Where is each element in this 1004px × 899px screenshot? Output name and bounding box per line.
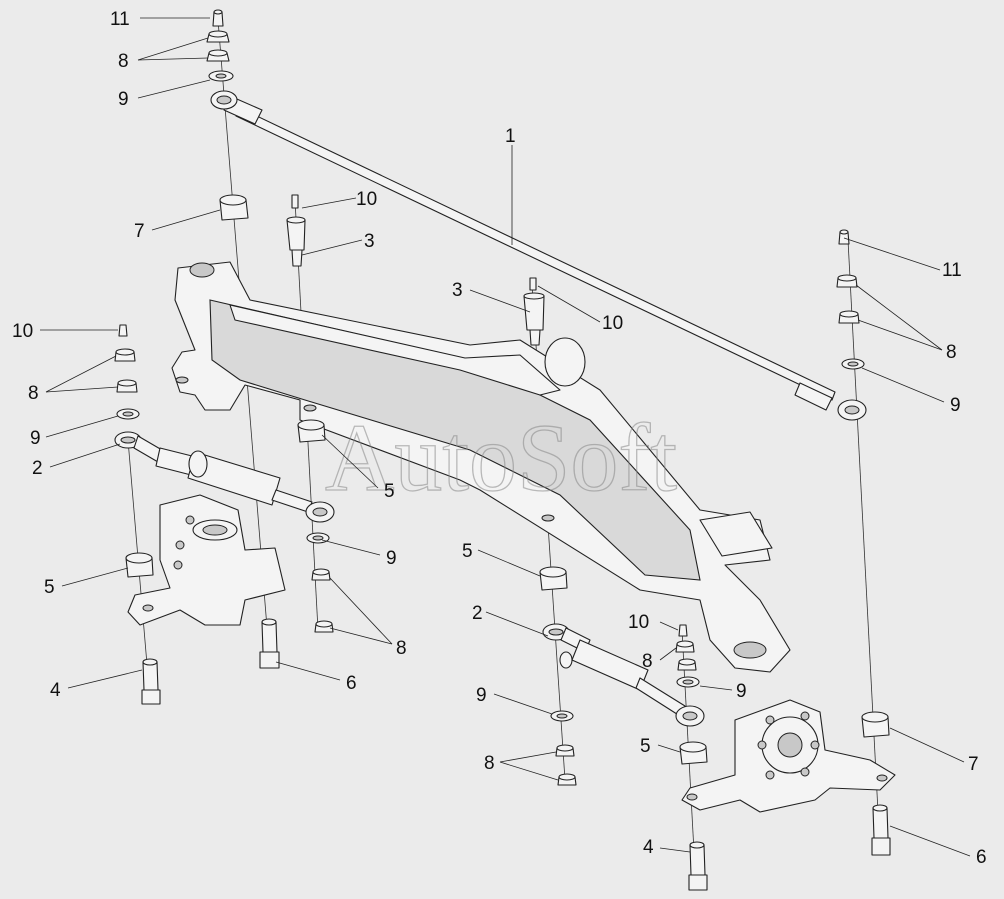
right-cylinder-fastener-stack	[675, 624, 700, 688]
axle-beam	[171, 261, 791, 673]
top-left-fastener-stack	[206, 9, 234, 82]
bushing-5-center-left	[297, 419, 326, 443]
callout-6: 6	[346, 673, 357, 694]
pin-6-right	[871, 804, 891, 856]
callout-6: 6	[976, 847, 987, 868]
callout-labels: 11 8 9 1 10 7 3 11 3 10 8 9 10 8 9 2 5 5…	[12, 9, 987, 868]
callout-8: 8	[396, 638, 407, 659]
callout-4: 4	[643, 837, 654, 858]
steering-knuckle-right	[681, 699, 896, 813]
callout-5: 5	[44, 577, 55, 598]
callout-8: 8	[484, 753, 495, 774]
pin-4-right	[688, 841, 708, 891]
left-cylinder-fastener-stack	[114, 324, 140, 420]
callout-9: 9	[118, 89, 129, 110]
lower-center-fastener-stack	[550, 710, 577, 786]
bushing-5-right	[679, 741, 708, 765]
right-fastener-stack	[836, 229, 865, 370]
callout-7: 7	[968, 754, 979, 775]
watermark-text: AutoSoft	[325, 404, 677, 511]
bushing-5-center	[539, 566, 568, 591]
pin-6-left	[259, 618, 280, 669]
callout-9: 9	[30, 428, 41, 449]
callout-8: 8	[642, 651, 653, 672]
callout-10: 10	[12, 321, 33, 342]
callout-10: 10	[628, 612, 649, 633]
callout-7: 7	[134, 221, 145, 242]
pin-4-left	[141, 658, 161, 705]
king-pin-3-left	[286, 194, 306, 267]
tie-rod	[210, 90, 867, 421]
callout-3: 3	[364, 231, 375, 252]
callout-10: 10	[602, 313, 623, 334]
callout-5: 5	[640, 736, 651, 757]
bushing-7-right	[861, 711, 890, 738]
callout-3: 3	[452, 280, 463, 301]
leader-lines	[40, 17, 971, 857]
callout-8: 8	[28, 383, 39, 404]
callout-8: 8	[118, 51, 129, 72]
callout-5: 5	[384, 481, 395, 502]
callout-9: 9	[386, 548, 397, 569]
bushing-5-left	[125, 552, 154, 578]
callout-10: 10	[356, 189, 377, 210]
steering-knuckle-left	[127, 494, 286, 626]
callout-9: 9	[476, 685, 487, 706]
callout-2: 2	[472, 603, 483, 624]
callout-11: 11	[110, 9, 130, 30]
callout-4: 4	[50, 680, 61, 701]
callout-2: 2	[32, 458, 43, 479]
callout-8: 8	[946, 342, 957, 363]
lower-left-fastener-stack	[306, 532, 334, 633]
callout-9: 9	[736, 681, 747, 702]
steering-cylinder-left	[114, 431, 335, 523]
king-pin-3-center	[523, 277, 545, 346]
callout-11: 11	[942, 260, 962, 281]
callout-1: 1	[505, 126, 516, 147]
callout-9: 9	[950, 395, 961, 416]
steering-cylinder-right	[542, 623, 705, 727]
callout-5: 5	[462, 541, 473, 562]
bushing-7-left	[219, 194, 249, 221]
